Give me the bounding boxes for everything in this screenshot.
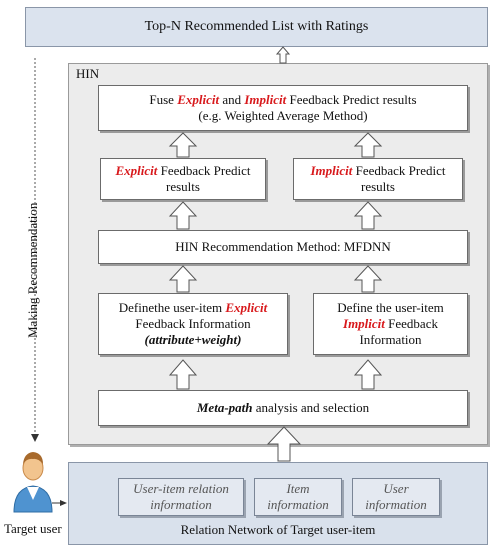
up-arrow-method-to-explicit [168, 201, 198, 230]
user-item-relation-line1: User-item relation [133, 481, 229, 497]
up-arrow-explicit-info-to-method [168, 265, 198, 293]
explicit-info-line2: Feedback Information [135, 315, 251, 331]
up-arrow-implicit-info-to-method [353, 265, 383, 293]
hin-method-box: HIN Recommendation Method: MFDNN [98, 230, 468, 264]
top-n-recommended-list: Top-N Recommended List with Ratings [25, 7, 488, 47]
hin-method-label: HIN Recommendation Method: MFDNN [175, 238, 391, 254]
explicit-info-box: Definethe user-item Explicit Feedback In… [98, 293, 288, 355]
implicit-predict-rest: Feedback Predict [352, 162, 446, 178]
fuse-text-e: Feedback Predict results [286, 91, 417, 107]
explicit-predict-line2: results [166, 179, 200, 194]
user-item-relation-line2: information [150, 497, 212, 512]
item-information-line1: Item [286, 481, 310, 497]
user-to-network-arrowhead [60, 500, 67, 506]
user-information-line2: information [365, 497, 427, 512]
implicit-predict-line2: results [361, 179, 395, 194]
explicit-info-line3: (attribute+weight) [144, 332, 242, 348]
explicit-info-line1: Definethe user-item Explicit [119, 300, 267, 316]
implicit-info-line2: Implicit Feedback [343, 316, 438, 332]
meta-path-box: Meta-path analysis and selection [98, 390, 468, 426]
implicit-predict-line1: Implicit Feedback Predict [310, 163, 445, 179]
up-arrow-explicit-to-fuse [168, 132, 198, 158]
explicit-predict-emph: Explicit [115, 162, 158, 178]
fuse-text-c: and [219, 91, 245, 107]
user-item-relation-box: User-item relation information [118, 478, 244, 516]
up-arrow-network-to-hin [266, 426, 302, 462]
implicit-info-line3: Information [359, 332, 422, 348]
explicit-info-text: Definethe user-item [118, 299, 226, 315]
fuse-text-a: Fuse [149, 91, 178, 107]
making-recommendation-arrowhead [31, 434, 39, 442]
fuse-explicit-emph: Explicit [177, 91, 220, 107]
hin-label: HIN [76, 66, 100, 81]
fuse-results-box: Fuse Explicit and Implicit Feedback Pred… [98, 85, 468, 131]
fuse-line1: Fuse Explicit and Implicit Feedback Pred… [149, 92, 416, 108]
up-arrow-method-to-implicit [353, 201, 383, 230]
fuse-implicit-emph: Implicit [244, 91, 287, 107]
implicit-info-line1: Define the user-item [337, 299, 444, 315]
explicit-predict-rest: Feedback Predict [157, 162, 251, 178]
meta-path-line: Meta-path analysis and selection [197, 400, 369, 416]
up-arrow-metapath-to-explicit-info [168, 359, 198, 390]
explicit-predict-box: Explicit Feedback Predict results [100, 158, 266, 200]
explicit-predict-line1: Explicit Feedback Predict [115, 163, 250, 179]
item-information-box: Item information [254, 478, 342, 516]
implicit-info-emph: Implicit [343, 315, 385, 331]
top-n-label: Top-N Recommended List with Ratings [144, 19, 369, 34]
implicit-predict-box: Implicit Feedback Predict results [293, 158, 463, 200]
user-information-box: User information [352, 478, 440, 516]
relation-network-label: Relation Network of Target user-item [180, 522, 376, 537]
target-user-label: Target user [4, 521, 62, 536]
item-information-line2: information [267, 497, 329, 512]
up-arrow-to-top [275, 46, 291, 64]
implicit-info-box: Define the user-item Implicit Feedback I… [313, 293, 468, 355]
meta-path-emph: Meta-path [196, 399, 253, 415]
user-avatar-icon [13, 452, 53, 513]
implicit-predict-emph: Implicit [310, 162, 353, 178]
explicit-info-emph: Explicit [225, 299, 268, 315]
fuse-line2: (e.g. Weighted Average Method) [198, 108, 368, 123]
meta-path-rest: analysis and selection [252, 399, 370, 415]
implicit-info-rest: Feedback [384, 315, 438, 331]
up-arrow-metapath-to-implicit-info [353, 359, 383, 390]
up-arrow-implicit-to-fuse [353, 132, 383, 158]
user-information-line1: User [383, 481, 409, 497]
